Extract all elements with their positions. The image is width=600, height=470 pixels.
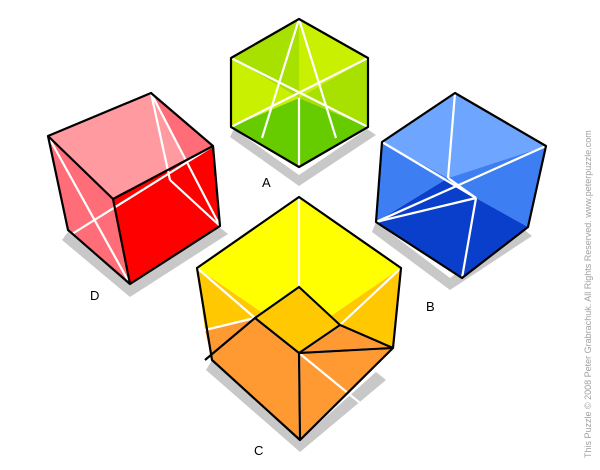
cube-face-bottom (376, 178, 528, 278)
cube-outline (374, 91, 548, 280)
cube-face-top (382, 93, 546, 178)
cube-face-top-left (231, 19, 299, 98)
cube-c: C (195, 195, 403, 458)
cube-face-bottom (113, 146, 220, 284)
cube-label-a: A (262, 175, 271, 190)
cube-label-d: D (90, 288, 99, 303)
cube-label-b: B (426, 299, 435, 314)
cube-edges (204, 285, 394, 441)
cube-outline (229, 17, 370, 169)
cube-face-left (376, 142, 448, 222)
cube-face-top-right (299, 19, 368, 98)
cube-outline (46, 91, 222, 286)
cube-edges (47, 135, 214, 285)
copyright-notice: This Puzzle © 2008 Peter Grabrachuk. All… (583, 130, 593, 458)
cube-a: A (229, 17, 376, 190)
cube-creases (230, 18, 369, 167)
cube-shadow (230, 129, 376, 186)
cube-shadow (62, 226, 228, 297)
cube-d: D (46, 91, 228, 303)
cube-face-left (231, 58, 299, 127)
cube-b: B (372, 91, 548, 314)
cube-label-c: C (254, 443, 263, 458)
cube-creases (375, 92, 547, 279)
cube-face-right (299, 58, 368, 127)
cube-outline (195, 195, 403, 442)
cube-shadow (372, 222, 532, 290)
cube-face-right (448, 146, 546, 227)
cube-shadow (206, 360, 386, 452)
